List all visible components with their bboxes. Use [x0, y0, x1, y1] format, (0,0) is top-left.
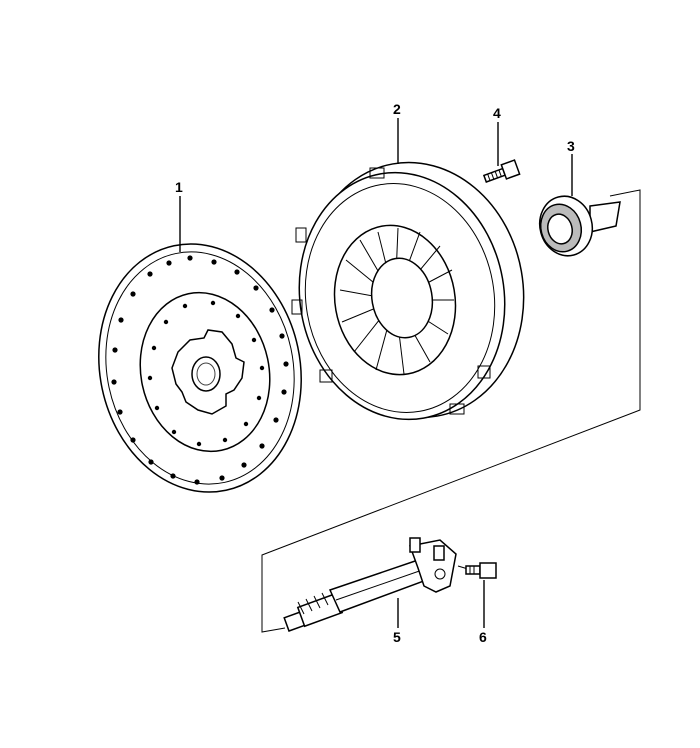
- guide-tube-shaft-icon: [283, 537, 457, 632]
- inner-rivets: [147, 300, 265, 447]
- disc-rivets: [111, 255, 289, 485]
- clutch-disc-icon: [98, 243, 302, 493]
- bolt-6-icon: [457, 562, 497, 579]
- pressure-plate-icon: [291, 161, 525, 421]
- leader-lines: [179, 118, 573, 628]
- release-bearing-icon: [538, 195, 621, 257]
- callout-3: 3: [567, 138, 575, 154]
- bolt-icon: [482, 159, 521, 183]
- assembly-bracket: [261, 189, 641, 633]
- cover-tabs: [291, 167, 491, 415]
- callout-6: 6: [479, 629, 487, 645]
- callout-5: 5: [393, 629, 401, 645]
- callout-2: 2: [393, 101, 401, 117]
- callout-4: 4: [493, 105, 501, 121]
- callout-1: 1: [175, 179, 183, 195]
- callout-labels: 1 2 4 3 5 6: [175, 101, 575, 645]
